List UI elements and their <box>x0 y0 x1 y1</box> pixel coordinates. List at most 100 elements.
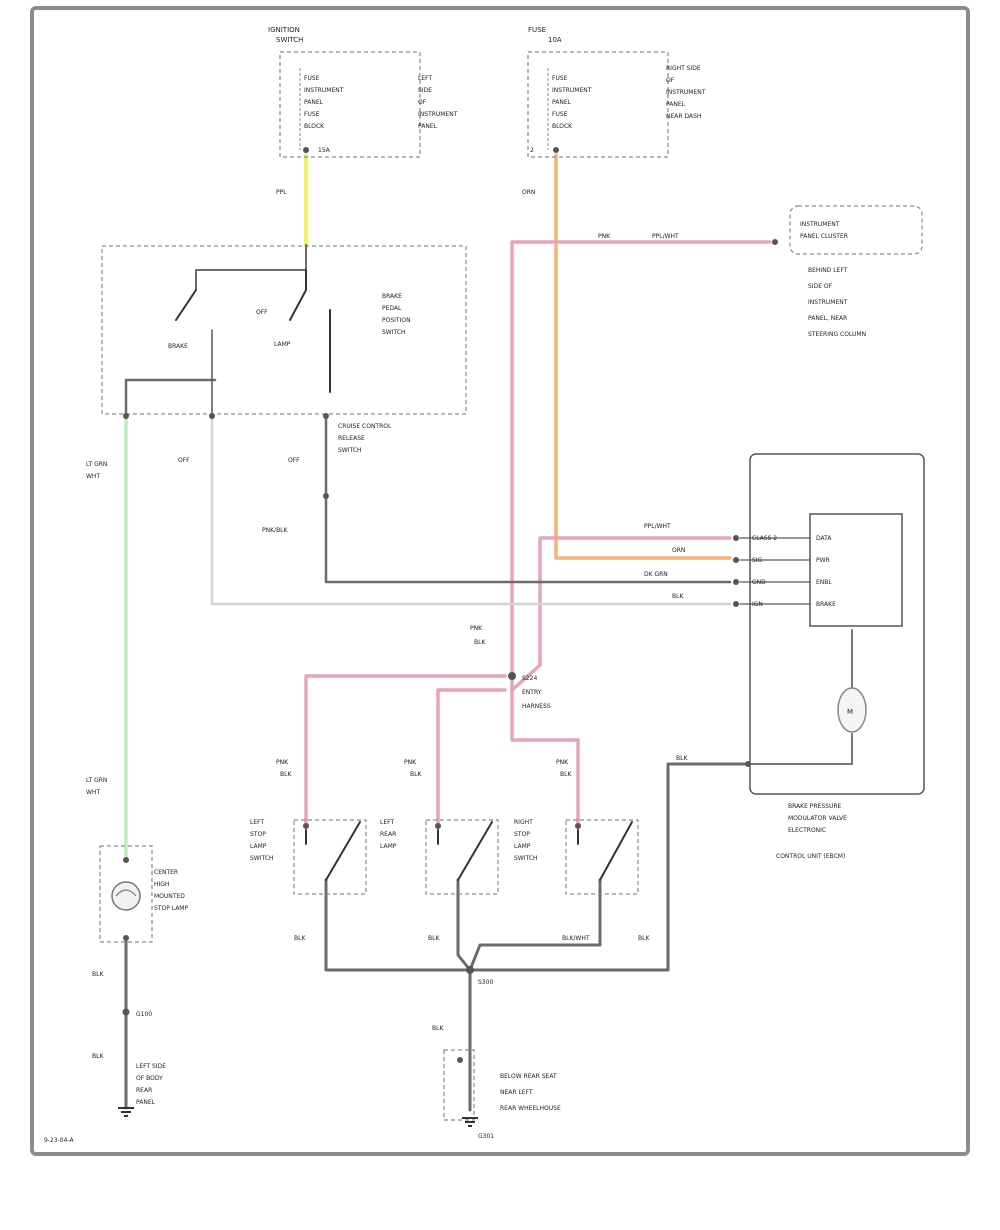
lamp-ground-wire: BLK <box>92 1053 104 1060</box>
wire-module-internal-2 <box>747 733 853 765</box>
lamp-ground-note-1: LEFT SIDE <box>136 1063 166 1070</box>
stop-switch-1-wire-2: BLK <box>280 771 292 778</box>
control-module-caption-4: CONTROL UNIT (EBCM) <box>776 853 845 860</box>
main-ground-splice-node <box>466 966 474 974</box>
top-right-fuse-left-3: PANEL <box>552 99 572 106</box>
lamp-component: CENTER HIGH MOUNTED STOP LAMP LT GRN WHT… <box>86 777 188 1117</box>
top-left-fuse-right-4: INSTRUMENT <box>418 111 458 118</box>
lamp-ground-symbol <box>118 1107 134 1117</box>
brake-switch-contact-2 <box>289 269 307 321</box>
top-right-fuse-right-1: RIGHT SIDE <box>666 65 701 72</box>
stop-switch-2-wire-1: PNK <box>404 759 417 766</box>
splice-label-2: ENTRY <box>522 689 542 696</box>
stop-switch-1-label-4: SWITCH <box>250 855 274 862</box>
stop-switch-3-label-4: SWITCH <box>514 855 538 862</box>
control-module-pin-tag-2: SIG <box>752 557 763 564</box>
control-module-wire-3: DK GRN <box>644 571 668 578</box>
stop-switch-2-label-1: LEFT <box>380 819 394 826</box>
lamp-label-4: STOP LAMP <box>154 905 188 912</box>
control-module-ground-wire: BLK <box>676 755 688 762</box>
lamp-label-2: HIGH <box>154 881 169 888</box>
brake-switch-contact-label-2: OFF <box>256 309 268 316</box>
control-module-ground-terminal <box>745 761 751 767</box>
top-left-fuse-left-3: PANEL <box>304 99 324 106</box>
instrument-cluster-terminal <box>772 239 778 245</box>
wire-pink-module <box>510 536 732 692</box>
top-left-fuse-terminal <box>303 147 309 153</box>
lamp-bulb <box>111 881 141 911</box>
stop-switch-2-terminal-top <box>435 823 441 829</box>
lamp-terminal-bottom <box>123 935 129 941</box>
main-ground-wire-4: BLK <box>428 935 440 942</box>
instrument-cluster-component: INSTRUMENT PANEL CLUSTER BEHIND LEFT SID… <box>598 205 923 338</box>
top-left-fuse-left-1: FUSE <box>304 75 320 82</box>
control-module-terminal-3 <box>733 579 739 585</box>
control-module-terminal-2 <box>733 557 739 563</box>
main-ground-wire-2: BLK/WHT <box>562 935 590 942</box>
main-ground-wire-1: BLK <box>294 935 306 942</box>
stop-switch-2-contact <box>437 821 493 881</box>
stop-switch-2-label-3: LAMP <box>380 843 397 850</box>
control-module-outer <box>749 453 925 795</box>
splice-label-1: S224 <box>522 675 537 682</box>
brake-switch-pin-c <box>323 413 329 419</box>
lamp-node <box>122 1008 130 1016</box>
wire-ground-bus <box>324 878 472 1112</box>
stop-switch-row: PNK BLK LEFT STOP LAMP SWITCH PNK BLK LE… <box>250 759 639 895</box>
top-right-fuse-right-5: NEAR DASH <box>666 113 701 120</box>
lamp-ground-note-3: REAR <box>136 1087 152 1094</box>
stop-switch-2-label-2: REAR <box>380 831 396 838</box>
top-right-fuse-left-1: FUSE <box>552 75 568 82</box>
wire-pink-switch-3 <box>510 688 580 828</box>
brake-switch-connector-3: SWITCH <box>338 447 362 454</box>
control-module-wire-4: BLK <box>672 593 684 600</box>
control-module-caption-3: ELECTRONIC <box>788 827 826 834</box>
brake-switch-wire-label: PNK/BLK <box>262 527 289 534</box>
lamp-label-1: CENTER <box>154 869 178 876</box>
top-right-fuse-left-4: FUSE <box>552 111 568 118</box>
brake-switch-title-2: PEDAL <box>382 305 402 312</box>
lamp-wire-bottom: BLK <box>92 971 104 978</box>
instrument-cluster-wire-1: PNK <box>598 233 611 240</box>
main-ground-component: S300 BLK BLK/WHT BLK BLK BLK BELOW REAR … <box>294 935 650 1140</box>
brake-switch-title-1: BRAKE <box>382 293 402 300</box>
wire-ground-2 <box>456 878 472 972</box>
splice-label-3: HARNESS <box>522 703 551 710</box>
lamp-wire-top-1: LT GRN <box>86 777 107 784</box>
wires <box>124 153 853 1112</box>
lamp-ground-note-2: OF BODY <box>136 1075 163 1082</box>
top-left-fuse-header-2: SWITCH <box>276 36 303 44</box>
top-right-fuse-left-5: BLOCK <box>552 123 573 130</box>
instrument-cluster-box <box>789 205 923 255</box>
green-wire-label-2: WHT <box>86 473 100 480</box>
stop-switch-1-label-3: LAMP <box>250 843 267 850</box>
control-module-caption-2: MODULATOR VALVE <box>788 815 847 822</box>
instrument-cluster-note-2: SIDE OF <box>808 283 833 290</box>
control-module-motor-symbol: M <box>847 708 853 716</box>
top-right-fuse-pin: 2 <box>530 147 534 154</box>
top-left-fuse-rating: 15A <box>318 147 331 154</box>
control-module-caption-1: BRAKE PRESSURE <box>788 803 842 810</box>
main-ground-node-label: G301 <box>478 1133 494 1140</box>
diagram-id: 9-23-04-A <box>44 1137 74 1144</box>
stop-switch-3-label-3: LAMP <box>514 843 531 850</box>
wire-pink-upper <box>510 240 772 692</box>
main-ground-wire-3: BLK <box>638 935 650 942</box>
brake-switch-pin-a <box>123 413 129 419</box>
wire-white-module <box>210 416 732 606</box>
lamp-wire-top-2: WHT <box>86 789 100 796</box>
main-ground-note-1: BELOW REAR SEAT <box>500 1073 557 1080</box>
stop-switch-1-label-2: STOP <box>250 831 266 838</box>
instrument-cluster-note-4: PANEL, NEAR <box>808 315 847 322</box>
control-module-wire-2: ORN <box>672 547 685 554</box>
stop-switch-3-terminal-top <box>575 823 581 829</box>
top-right-fuse-terminal <box>553 147 559 153</box>
brake-switch-connector-1: CRUISE CONTROL <box>338 423 392 430</box>
brake-switch-connector-2: RELEASE <box>338 435 365 442</box>
control-module-wire-1: PPL/WHT <box>644 523 671 530</box>
wire-pink-switch-2 <box>436 688 507 828</box>
diagram-frame <box>30 6 970 1156</box>
lamp-ground-note-4: PANEL <box>136 1099 156 1106</box>
wire-pink-switch-1 <box>304 674 507 828</box>
main-ground-note-2: NEAR LEFT <box>500 1089 533 1096</box>
